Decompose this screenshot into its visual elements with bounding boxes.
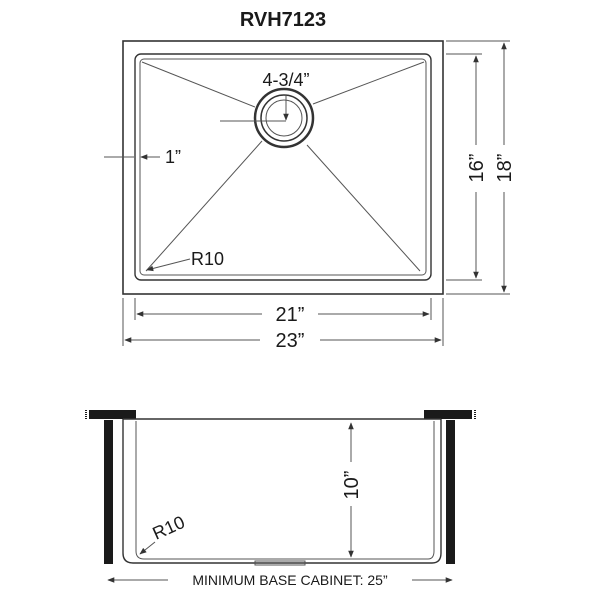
sink-bowl-inner xyxy=(139,58,427,276)
side-radius-leader xyxy=(139,541,156,555)
side-radius-label: R10 xyxy=(149,512,187,544)
corner-radius-label: R10 xyxy=(191,249,224,269)
inner-width-label: 21” xyxy=(276,304,305,326)
countertop-right xyxy=(424,410,472,419)
slope-line-bl xyxy=(145,140,263,272)
cabinet-wall-left xyxy=(104,420,113,564)
cabinet-width-label: MINIMUM BASE CABINET: 25” xyxy=(192,572,388,588)
sink-bowl-outline xyxy=(134,53,432,281)
drain-size-label: 4-3/4” xyxy=(262,70,309,90)
side-drain xyxy=(254,560,306,566)
cabinet-wall-right xyxy=(446,420,455,564)
bowl-depth-label: 10” xyxy=(341,471,363,500)
sink-outer-rim xyxy=(122,40,444,295)
drain-core xyxy=(265,99,303,137)
drain-inner xyxy=(260,94,308,142)
side-view: 10” R10 MINIMUM BASE CABINET: 25” xyxy=(85,410,476,588)
inner-depth-label: 16” xyxy=(466,154,488,183)
model-title: RVH7123 xyxy=(240,9,326,31)
side-bowl-outer xyxy=(122,419,442,564)
top-view: 4-3/4” 1” R10 21” 23” 16” 18” xyxy=(104,40,516,352)
outer-width-label: 23” xyxy=(276,330,305,352)
drain-outer xyxy=(253,87,315,149)
offset-label: 1” xyxy=(165,147,181,167)
slope-line-br xyxy=(306,144,421,272)
slope-line-tr xyxy=(312,61,425,105)
countertop-left xyxy=(89,410,136,419)
outer-depth-label: 18” xyxy=(494,154,516,183)
slope-line-tl xyxy=(141,61,256,108)
side-bowl-inner xyxy=(135,421,435,560)
corner-radius-leader xyxy=(146,258,191,272)
